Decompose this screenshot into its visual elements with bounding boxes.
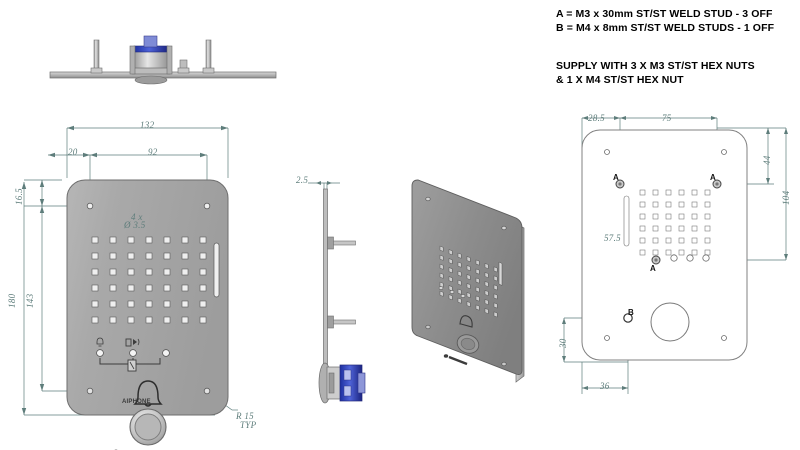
brand-logo-text: AIPHONE — [122, 399, 151, 405]
notes-supply: SUPPLY WITH 3 X M3 ST/ST HEX NUTS & 1 X … — [556, 60, 755, 87]
top-view — [48, 22, 278, 102]
stud-label-a-top-left: A — [613, 173, 619, 182]
dim-plate-thickness: 2.5 — [296, 175, 308, 185]
stud-label-b: B — [628, 308, 634, 317]
stud-label-a-top-right: A — [710, 173, 716, 182]
dim-corner-radius-typ: TYP — [240, 420, 256, 430]
dim-stud-pitch-horizontal: 75 — [662, 113, 672, 123]
notes-stud-legend-line2: B = M4 x 8mm ST/ST WELD STUDS - 1 OFF — [556, 22, 774, 36]
notes-supply-line2: & 1 X M4 ST/ST HEX NUT — [556, 74, 755, 88]
dim-stud-b-offset: 36 — [600, 381, 610, 391]
dim-hole-inset-top: 16.5 — [14, 188, 24, 205]
dim-hole-callout-diameter: Ø 3.5 — [124, 220, 146, 230]
notes-stud-legend: A = M3 x 30mm ST/ST WELD STUD - 3 OFF B … — [556, 8, 774, 35]
notes-stud-legend-line1: A = M3 x 30mm ST/ST WELD STUD - 3 OFF — [556, 8, 774, 22]
microphone-slot — [214, 243, 219, 297]
dim-stud-inset-left: 28.5 — [588, 113, 605, 123]
dim-stud-top-offset: 44 — [762, 155, 772, 165]
isometric-view — [398, 172, 548, 412]
dim-hole-inset-left: 20 — [68, 147, 78, 157]
dim-overall-height: 180 — [7, 294, 17, 308]
side-view — [288, 165, 388, 415]
dim-stud-vertical-span: 104 — [781, 191, 791, 205]
dim-hole-pitch-vertical: 143 — [25, 294, 35, 308]
notes-supply-line1: SUPPLY WITH 3 X M3 ST/ST HEX NUTS — [556, 60, 755, 74]
dim-stud-lower-offset: 57.5 — [604, 233, 621, 243]
rear-view — [552, 100, 800, 430]
dim-overall-width: 132 — [140, 120, 154, 130]
call-button — [130, 409, 166, 445]
dim-stud-b-height: 30 — [558, 338, 568, 348]
stud-label-a-lower: A — [650, 264, 656, 273]
dim-hole-pitch-horizontal: 92 — [148, 147, 158, 157]
